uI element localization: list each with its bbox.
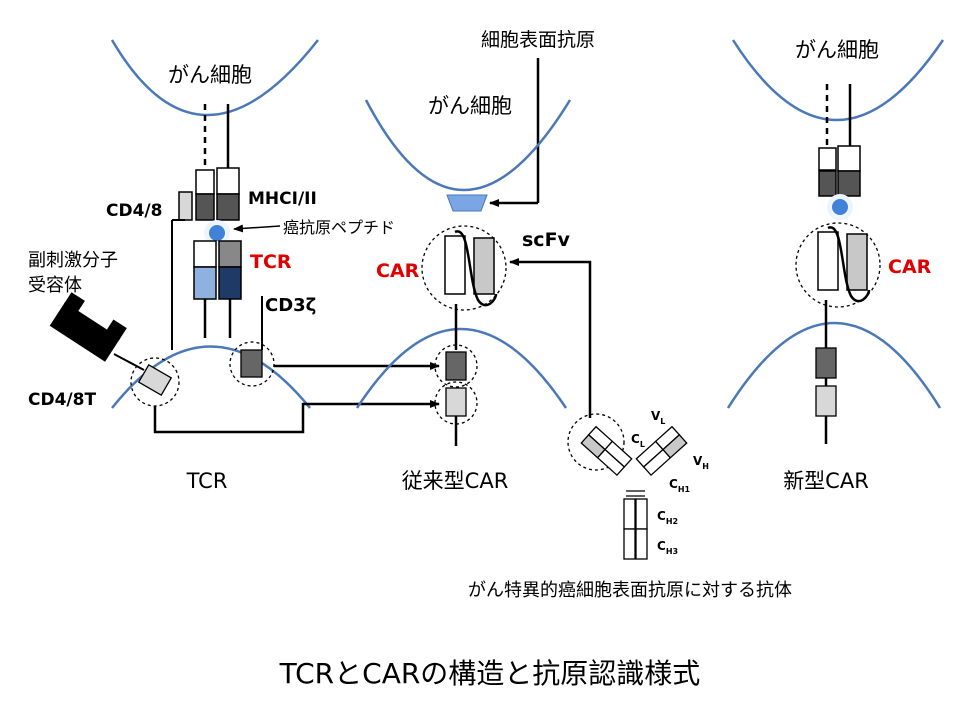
mhc-alpha-top-domain — [216, 167, 240, 195]
cd48-coreceptor — [178, 191, 193, 221]
cd48t-domain — [137, 363, 173, 397]
tcr-caption: TCR — [186, 469, 228, 493]
new-mhc-groove-right — [837, 170, 861, 197]
conv-car-label: CAR — [376, 260, 420, 282]
antibody-ch1-label: CH1 — [669, 477, 691, 494]
costim-receptor-label-1: 副刺激分子 — [28, 250, 118, 271]
costim-stalk — [113, 353, 145, 371]
conv-scfv-circle — [421, 225, 507, 311]
antibody-ch3-right — [635, 528, 648, 560]
mhc-label: MHCI/II — [248, 189, 317, 209]
new-peptide — [832, 199, 848, 215]
antibody: VL CL VH CH1 CH2 CH3 がん特異的癌細胞表面抗原に対する抗体 — [468, 409, 792, 601]
cd3z-label: CD3ζ — [265, 295, 316, 316]
new-cancer-cell-membrane — [731, 39, 945, 122]
antibody-vh-label: VH — [693, 454, 709, 471]
costim-signal-arrow — [153, 400, 440, 434]
tcr-alpha-v — [193, 240, 217, 268]
cd48-label: CD4/8 — [106, 201, 162, 221]
cd3z-circle — [229, 341, 275, 387]
peptide-label: 癌抗原ペプチド — [283, 218, 395, 237]
antibody-cl-label: CL — [631, 432, 645, 449]
antibody-ch3-label: CH3 — [657, 539, 678, 556]
new-cd3z-domain — [815, 347, 837, 379]
antibody-vl-label: VL — [651, 409, 665, 426]
new-mhc-alpha-top — [837, 145, 861, 172]
new-mhc-groove-left — [818, 170, 837, 197]
conv-scfv-vh — [473, 237, 495, 295]
scfv-label: scFv — [522, 229, 571, 251]
costim-receptor — [49, 292, 127, 362]
t-cell-membrane — [111, 345, 311, 409]
mhc-b2m-domain — [195, 169, 215, 195]
new-cancer-cell-label: がん細胞 — [795, 38, 879, 62]
antibody-fab-circle — [567, 413, 625, 471]
surface-antigen — [446, 194, 488, 212]
antibody-caption: がん特異的癌細胞表面抗原に対する抗体 — [468, 580, 792, 601]
conv-scfv-vl — [444, 235, 466, 295]
antibody-ch2-label: CH2 — [657, 509, 678, 526]
antibody-ch2-left — [623, 498, 636, 530]
tcr-cancer-cell-label: がん細胞 — [168, 63, 252, 87]
new-scfv-vh — [846, 233, 868, 291]
tcr-beta-v — [218, 240, 242, 268]
new-mhc-b2m-domain — [818, 147, 837, 171]
antibody-ch2-right — [635, 498, 648, 530]
new-t-cell-membrane — [726, 321, 942, 409]
antibody-ch3-left — [623, 528, 636, 560]
cd3z-domain — [240, 349, 263, 378]
new-car-label: CAR — [888, 256, 932, 278]
tcr-cancer-cell-membrane — [110, 39, 319, 117]
cancer-peptide — [209, 225, 225, 241]
conv-cancer-cell-membrane — [364, 99, 572, 192]
tcr-alpha-c — [193, 266, 217, 300]
new-car-caption: 新型CAR — [783, 469, 869, 493]
antibody-to-scfv-arrow — [509, 258, 592, 418]
surface-antigen-label: 細胞表面抗原 — [481, 29, 595, 51]
conv-cd3z-domain — [445, 351, 467, 381]
new-car-panel: がん細胞 CAR 新型CAR — [726, 38, 945, 493]
mhc-groove-right — [216, 193, 240, 221]
cd48t-label: CD4/8T — [28, 390, 96, 410]
conv-costim-domain — [445, 387, 467, 417]
conventional-car-panel: 細胞表面抗原 がん細胞 CAR scFv 従来型CAR — [355, 29, 595, 493]
tcr-panel: がん細胞 CD4/8 MHCI/II 癌抗原ペプチド TCR 副刺激 — [28, 39, 395, 493]
new-scfv-vl — [817, 231, 839, 291]
new-costim-domain — [815, 385, 837, 417]
conv-t-cell-membrane — [355, 327, 568, 409]
new-scfv-linker — [827, 226, 871, 303]
costim-receptor-label-2: 受容体 — [28, 275, 82, 296]
conv-cancer-cell-label: がん細胞 — [428, 94, 512, 118]
conv-car-caption: 従来型CAR — [402, 469, 509, 493]
antibody-right-vh — [662, 433, 688, 459]
tcr-beta-c — [218, 266, 242, 300]
peptide-pointer-arrow — [233, 224, 281, 233]
tcr-label: TCR — [250, 251, 292, 273]
antibody-left-ch1 — [596, 448, 626, 477]
conv-scfv-linker — [454, 230, 498, 307]
figure-title: TCRとCARの構造と抗原認識様式 — [279, 657, 701, 690]
mhc-groove-left — [195, 193, 215, 221]
conv-cd3z-circle — [434, 344, 478, 388]
new-scfv-circle — [795, 222, 881, 308]
